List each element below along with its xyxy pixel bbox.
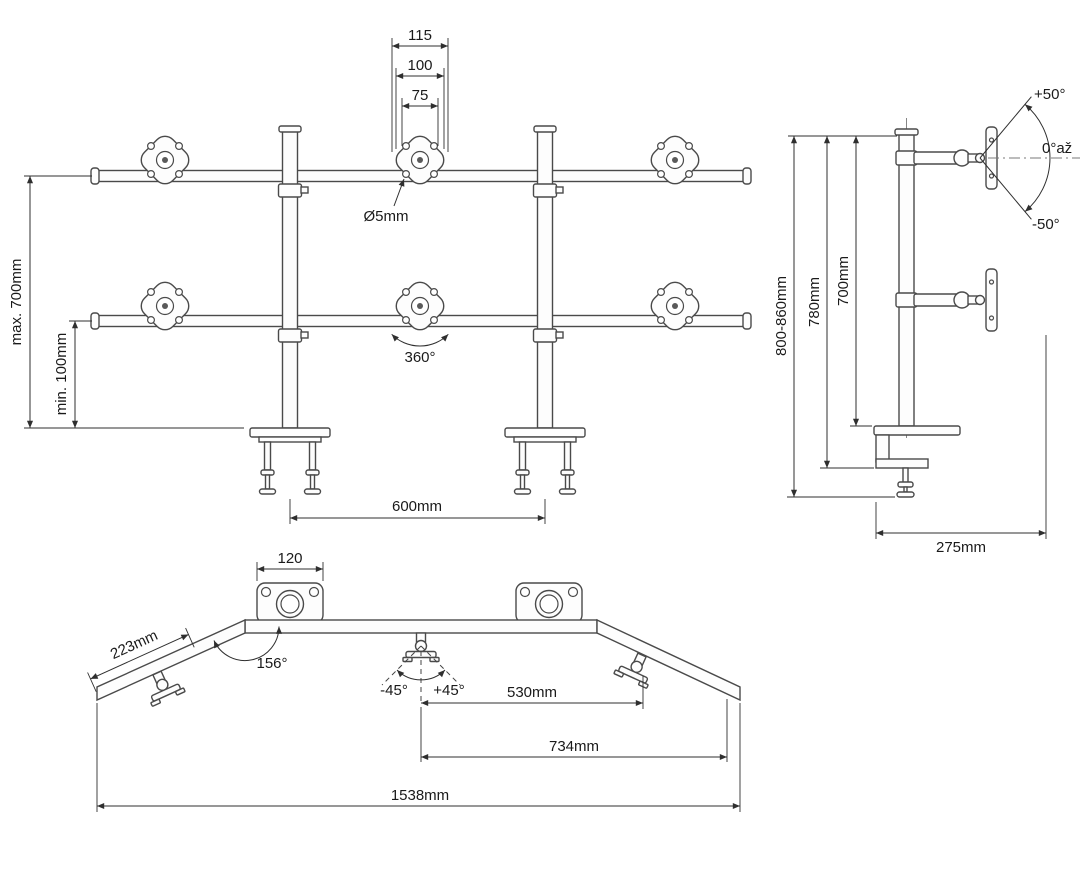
side-arm-top [913,126,998,190]
side-view: +50° 0°až -50° 800-860mm 780mm 700mm 275… [773,86,1080,556]
dim-hole-pitch-outer: 100 [407,57,432,74]
top-pole-section-left [275,589,305,619]
dim-arm-length: 223mm [108,627,161,663]
dim-center-to-end: 734mm [549,738,599,755]
front-view: 115 100 75 Ø5mm max. 700mm min. 100mm [8,27,752,524]
dim-swivel-right: +45° [433,682,464,699]
dim-max-height: max. 700mm [8,259,25,346]
dim-total-width: 1538mm [391,787,449,804]
front-desk-clamp-right [504,427,586,495]
dim-swivel-left: -45° [380,682,408,699]
dim-rotation: 360° [404,349,435,366]
side-pole [894,128,919,427]
dim-overall-height: 800-860mm [773,276,790,356]
front-desk-clamp-left [249,427,331,495]
dim-depth: 275mm [936,539,986,556]
side-tilt-range: +50° 0°až -50° [979,86,1080,233]
top-crossbar-center [244,619,598,634]
dim-center-to-arm: 530mm [507,684,557,701]
top-mount-center [402,632,440,663]
top-pole-section-right [534,589,564,619]
dim-column-height: 780mm [806,277,823,327]
dim-hole-pitch-inner: 75 [412,87,429,104]
front-dimensions: 115 100 75 Ø5mm max. 700mm min. 100mm [8,27,546,524]
dim-tilt-zero: 0°až [1042,140,1072,157]
dim-pole-spacing: 600mm [392,498,442,515]
top-swivel-range: -45° +45° [380,645,465,705]
dim-head-width: 120 [277,550,302,567]
side-desk-clamp [873,425,961,498]
dim-arm-height: 700mm [835,256,852,306]
top-view: -45° +45° 120 223mm 156° 530mm 734 [87,550,741,812]
dim-plate-width: 115 [408,27,432,44]
side-dimensions: 800-860mm 780mm 700mm 275mm [773,135,1047,556]
dim-tilt-down: -50° [1032,216,1060,233]
dim-hole-diameter: Ø5mm [364,208,409,225]
top-arm-right [596,618,741,702]
dim-elbow-angle: 156° [256,655,287,672]
dim-min-height: min. 100mm [53,333,70,416]
dim-tilt-up: +50° [1034,86,1065,103]
side-arm-bottom [913,268,998,332]
